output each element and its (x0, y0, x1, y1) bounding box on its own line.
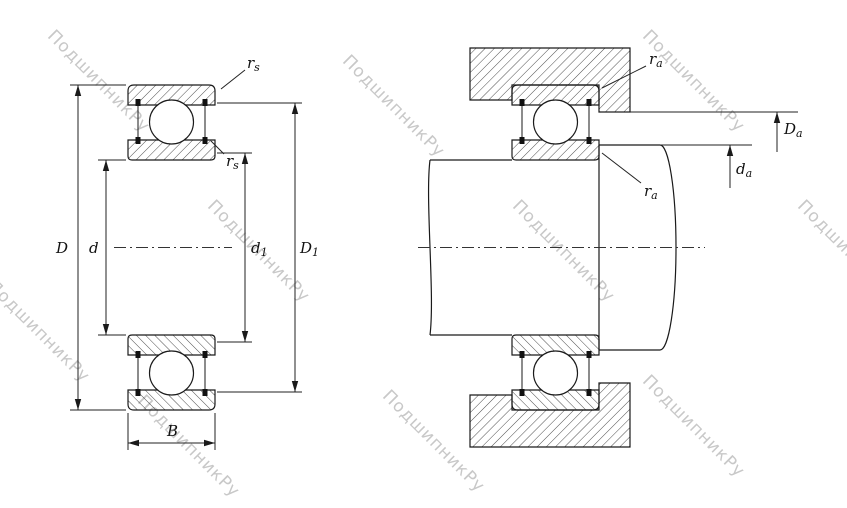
watermark-text: ПодшипникРу (793, 196, 847, 307)
dim-label-B: B (166, 422, 178, 440)
watermark-text: ПодшипникРу (0, 276, 94, 387)
dim-label-ra-shaft: ra (644, 182, 658, 202)
dimension-Da: Da (601, 111, 803, 152)
watermark-text: ПодшипникРу (43, 26, 154, 137)
dim-label-D: D (55, 239, 68, 257)
dim-label-rs-inner: rs (226, 152, 239, 172)
dimension-da: da (660, 144, 752, 188)
callout-ra-shaft: ra (601, 152, 658, 202)
dim-label-Da: Da (783, 120, 803, 140)
dim-label-d1: d1 (251, 239, 268, 259)
bearing-section-bottom (511, 334, 600, 411)
dim-label-rs-top: rs (247, 54, 260, 74)
bearing-section-top (511, 84, 600, 161)
watermark-layer: ПодшипникРу ПодшипникРу ПодшипникРу Подш… (0, 26, 847, 502)
dimension-d: d (89, 159, 126, 336)
housing-bottom (469, 382, 631, 448)
dim-label-d: d (89, 239, 99, 257)
watermark-text: ПодшипникРу (638, 26, 749, 137)
watermark-text: ПодшипникРу (508, 196, 619, 307)
callout-rs-top: rs (220, 54, 260, 90)
right-view: Da da ra ra (418, 47, 803, 448)
dim-label-ra-housing: ra (649, 50, 663, 70)
dimension-D1: D1 (217, 102, 319, 393)
callout-ra-housing: ra (601, 50, 663, 89)
watermark-text: ПодшипникРу (638, 371, 749, 482)
callout-rs-inner: rs (210, 140, 239, 172)
housing-top (469, 47, 631, 113)
bearing-section-bottom (127, 334, 216, 411)
watermark-text: ПодшипникРу (338, 51, 449, 162)
left-view: D d d1 D1 B (55, 54, 319, 450)
dim-label-da: da (736, 160, 752, 180)
shaft-end-curve (659, 144, 677, 351)
dimension-D: D (55, 84, 126, 411)
dimension-B: B (127, 413, 216, 450)
dim-label-D1: D1 (299, 239, 319, 259)
